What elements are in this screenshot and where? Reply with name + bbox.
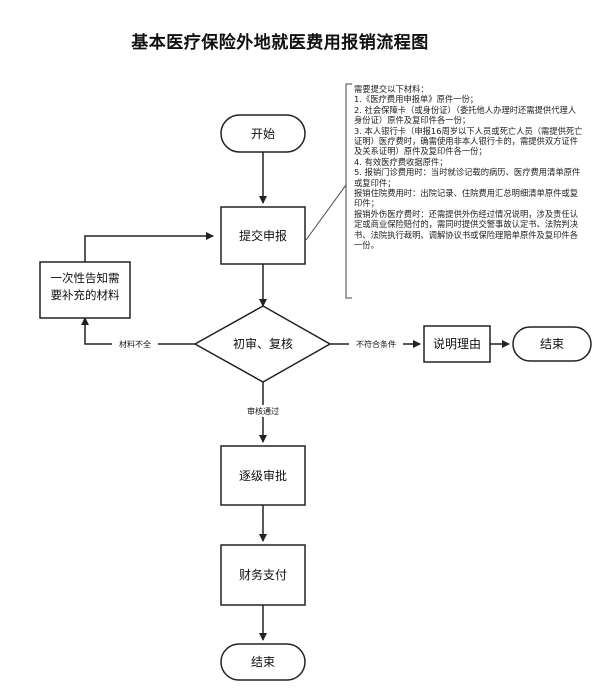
note-line: 2. 社会保障卡（或身份证）（委托他人办理时还需提供代理人身份证）原件及复印件各… (354, 104, 577, 126)
end-node-right (512, 326, 592, 362)
explain-node (423, 325, 491, 363)
note-line: 5. 报销门诊费用时：当时就诊记载的病历、医疗费用清单原件或复印件； (354, 167, 581, 188)
approve-label: 逐级审批 (239, 468, 287, 483)
materials-note: 需要提交以下材料： 1.《医疗费用申报单》原件一份； 2. 社会保障卡（或身份证… (354, 84, 584, 251)
notify-node (39, 261, 131, 319)
edge-review-notify (81, 317, 195, 345)
end-bottom-label: 结束 (251, 655, 275, 669)
edge-label-incomplete: 材料不全 (119, 339, 151, 349)
start-node (220, 114, 306, 153)
diagram-title: 基本医疗保险外地就医费用报销流程图 (131, 33, 429, 53)
review-label: 初审、复核 (233, 336, 293, 351)
edge-notify-submit (84, 232, 214, 262)
pay-node (220, 544, 306, 606)
note-bracket (345, 83, 352, 299)
note-line: 1.《医疗费用申报单》原件一份； (354, 94, 479, 105)
submit-label: 提交申报 (239, 228, 287, 243)
note-line: 需要提交以下材料： (354, 84, 429, 94)
pay-label: 财务支付 (239, 567, 287, 582)
note-line: 3. 本人银行卡（申报16周岁以下人员或死亡人员（需提供死亡证明）医疗费时，确需… (354, 125, 583, 157)
edge-label-passed: 审核通过 (247, 406, 279, 416)
end-node-bottom (220, 643, 306, 681)
notify-label: 一次性告知需要补充的材料 (50, 271, 120, 302)
note-line: 报销外伤医疗费时：还需提供外伤经过情况说明，涉及责任认定或商业保险赔付的，需同时… (354, 208, 579, 251)
note-line: 4. 有效医疗费收据原件； (354, 156, 448, 167)
start-label: 开始 (251, 127, 275, 141)
edge-label-not-eligible: 不符合条件 (356, 339, 396, 349)
end-right-label: 结束 (540, 337, 564, 351)
submit-node (220, 206, 306, 265)
explain-label: 说明理由 (433, 336, 481, 351)
review-decision (193, 305, 332, 383)
note-line: 报销住院费用时：出院记录、住院费用汇总明细清单原件或复印件； (354, 188, 579, 209)
note-connector (305, 184, 347, 241)
approve-node (220, 445, 306, 506)
